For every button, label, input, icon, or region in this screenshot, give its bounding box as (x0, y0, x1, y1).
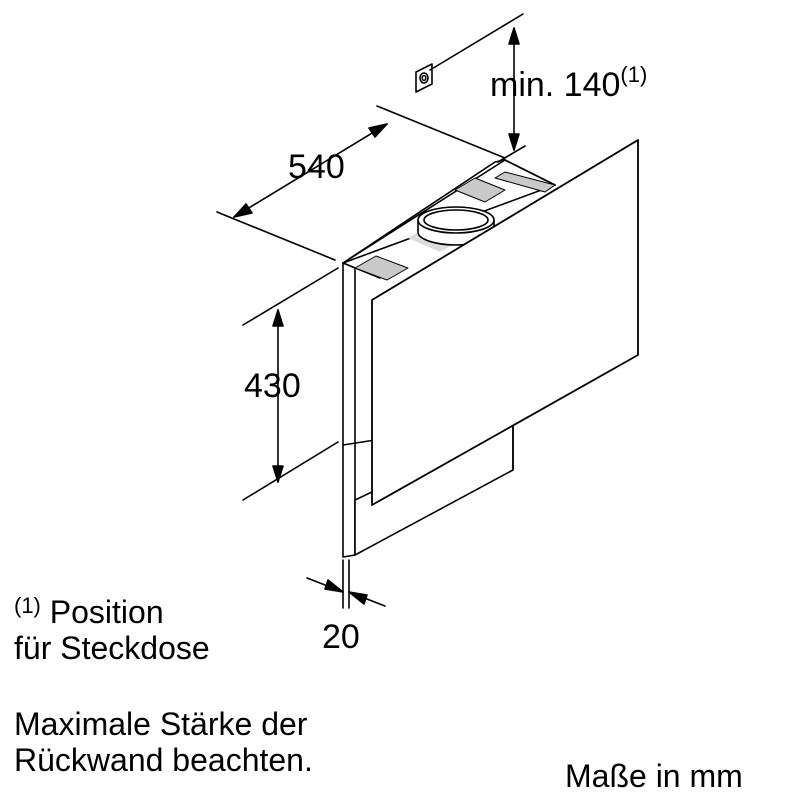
height-label: 430 (244, 367, 301, 405)
dimension-height (242, 267, 339, 501)
dimension-socket-height (429, 13, 526, 163)
footnote-line-2: für Steckdose (14, 630, 210, 666)
socket-height-footnote-ref: (1) (620, 62, 648, 87)
width-label: 540 (288, 148, 345, 186)
units-note: Maße in mm (565, 758, 743, 794)
socket-height-label: min. 140(1) (490, 62, 648, 104)
footnote: (1) Position für Steckdose (14, 588, 210, 666)
socket-icon (415, 63, 433, 93)
socket-height-value: min. 140 (490, 66, 621, 104)
note-line-2: Rückwand beachten. (14, 742, 313, 778)
thickness-note: Maximale Stärke der Rückwand beachten. (14, 706, 313, 778)
footnote-line-1: (1) Position (14, 588, 210, 630)
thickness-label: 20 (322, 618, 360, 656)
glass-panel (371, 139, 639, 506)
footnote-ref: (1) (14, 593, 41, 618)
footnote-text-1: Position (49, 594, 164, 630)
dimension-thickness (306, 559, 386, 609)
note-line-1: Maximale Stärke der (14, 706, 308, 742)
dimension-width (216, 105, 506, 261)
